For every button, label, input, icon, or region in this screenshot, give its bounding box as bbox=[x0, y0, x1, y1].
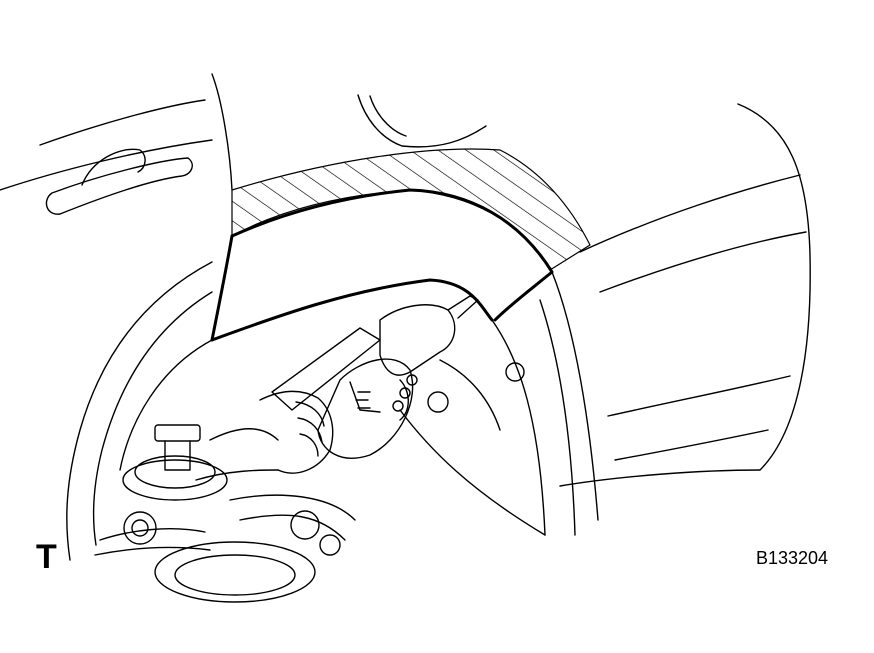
hand bbox=[195, 390, 334, 481]
rear-bumper bbox=[559, 103, 811, 487]
wheel-arch bbox=[66, 261, 599, 561]
hatched-region bbox=[231, 148, 591, 271]
door-handle bbox=[45, 148, 193, 215]
figure-code-label: B133204 bbox=[756, 548, 829, 568]
suspension-assembly bbox=[94, 424, 356, 603]
door-panel bbox=[0, 73, 233, 191]
drill bbox=[271, 295, 479, 459]
quarter-window bbox=[357, 94, 487, 148]
corner-mark-label: T bbox=[36, 538, 57, 576]
fender-liner bbox=[399, 319, 546, 536]
